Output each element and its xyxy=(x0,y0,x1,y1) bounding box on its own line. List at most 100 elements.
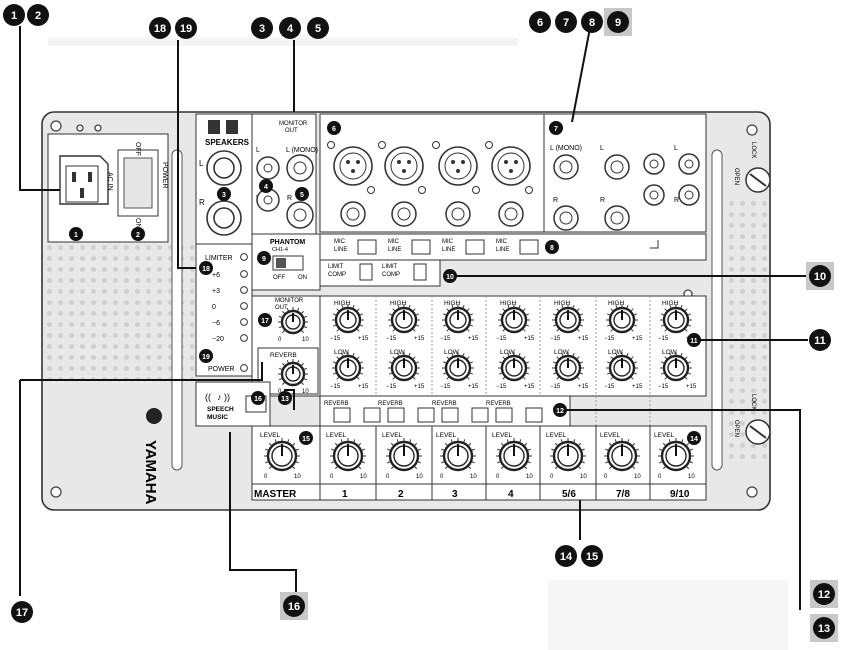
mic-line-switch[interactable] xyxy=(411,239,431,255)
stereo-rca-jack-1[interactable] xyxy=(643,153,665,175)
stereo-r-label-2: R xyxy=(600,197,605,204)
reverb-send-switch-2[interactable] xyxy=(387,407,405,423)
callout-number: 17 xyxy=(16,607,28,619)
knob-max-label: 10 xyxy=(416,474,423,480)
low-label: LOW xyxy=(500,349,516,356)
inline-callout-5: 5 xyxy=(295,187,309,201)
phone-input-1[interactable] xyxy=(340,201,366,227)
eq-high-knob-5[interactable] xyxy=(552,304,584,334)
limit-comp-switch[interactable] xyxy=(359,263,373,281)
knob-min-label: 0 xyxy=(330,474,334,480)
reverb-send-button-4[interactable] xyxy=(525,407,543,423)
callout-number: 12 xyxy=(818,589,830,601)
eq-high-knob-3[interactable] xyxy=(442,304,474,334)
stereo-phone-jack-4[interactable] xyxy=(604,205,630,231)
callout-number: 11 xyxy=(814,335,826,347)
inline-callout-number: 13 xyxy=(281,396,289,403)
level-knob-2[interactable] xyxy=(330,438,366,472)
limit-label: LIMIT xyxy=(328,264,344,270)
mic-line-switch[interactable] xyxy=(357,239,377,255)
callout-8: 8 xyxy=(581,11,603,33)
brand-label: YAMAHA xyxy=(142,440,159,505)
eq-max-label: +15 xyxy=(524,336,535,342)
inline-callout-14: 14 xyxy=(687,431,701,445)
phone-input-2[interactable] xyxy=(391,201,417,227)
monitor-out-title-2: OUT xyxy=(285,128,298,134)
reverb-send-button-3[interactable] xyxy=(471,407,489,423)
eq-low-knob-4[interactable] xyxy=(498,352,530,382)
comp-label: COMP xyxy=(328,272,346,278)
eq-min-label: −15 xyxy=(330,336,341,342)
stereo-phone-jack-3[interactable] xyxy=(604,154,630,180)
meter-level-label: +3 xyxy=(212,288,220,295)
level-knob-5[interactable] xyxy=(496,438,532,472)
eq-low-knob-6[interactable] xyxy=(606,352,638,382)
eq-max-label: +15 xyxy=(578,384,589,390)
eq-low-knob-1[interactable] xyxy=(332,352,364,382)
reverb-send-label: REVERB xyxy=(486,401,511,407)
level-knob-4[interactable] xyxy=(440,438,476,472)
eq-low-knob-2[interactable] xyxy=(388,352,420,382)
xlr-input-2[interactable] xyxy=(378,141,426,194)
knob-min-label: 0 xyxy=(278,389,282,395)
phone-input-4[interactable] xyxy=(498,201,524,227)
eq-low-knob-7[interactable] xyxy=(660,352,692,382)
monitor-out-knob[interactable] xyxy=(278,307,308,335)
high-label: HIGH xyxy=(334,300,351,307)
stereo-phone-jack-1[interactable] xyxy=(553,154,579,180)
lock-label-bottom: LOCK xyxy=(750,394,756,410)
leader-lines xyxy=(19,26,808,610)
eq-max-label: +15 xyxy=(686,384,697,390)
callout-number: 10 xyxy=(814,271,826,283)
eq-low-knob-5[interactable] xyxy=(552,352,584,382)
stereo-phone-jack-2[interactable] xyxy=(553,205,579,231)
reverb-send-button-2[interactable] xyxy=(417,407,435,423)
stereo-rca-jack-4[interactable] xyxy=(678,184,700,206)
inline-callout-number: 11 xyxy=(690,338,698,345)
on-label: ON xyxy=(134,218,141,229)
level-knob-8[interactable] xyxy=(658,438,694,472)
level-knob-3[interactable] xyxy=(386,438,422,472)
mic-line-switch[interactable] xyxy=(465,239,485,255)
high-label: HIGH xyxy=(608,300,625,307)
eq-high-knob-1[interactable] xyxy=(332,304,364,334)
level-knob-7[interactable] xyxy=(604,438,640,472)
level-knob-1[interactable] xyxy=(264,438,300,472)
inline-callout-number: 14 xyxy=(690,436,698,443)
reverb-send-switch-1[interactable] xyxy=(333,407,351,423)
xlr-input-4[interactable] xyxy=(485,141,533,194)
limit-comp-switch[interactable] xyxy=(413,263,427,281)
eq-low-knob-3[interactable] xyxy=(442,352,474,382)
xlr-input-3[interactable] xyxy=(432,141,480,194)
note-icon: ♪ xyxy=(217,392,222,402)
knob-min-label: 0 xyxy=(658,474,662,480)
reverb-send-switch-4[interactable] xyxy=(495,407,513,423)
callout-15: 15 xyxy=(581,545,603,567)
callout-number: 14 xyxy=(560,551,573,563)
channel-label: 2 xyxy=(398,489,404,500)
phone-input-3[interactable] xyxy=(445,201,471,227)
level-label: LEVEL xyxy=(492,432,513,439)
level-knob-6[interactable] xyxy=(550,438,586,472)
stereo-rca-jack-3[interactable] xyxy=(643,184,665,206)
reverb-send-button-1[interactable] xyxy=(363,407,381,423)
high-label: HIGH xyxy=(390,300,407,307)
knob-min-label: 0 xyxy=(264,474,268,480)
eq-min-label: −15 xyxy=(658,336,669,342)
reverb-send-label: REVERB xyxy=(432,401,457,407)
eq-max-label: +15 xyxy=(524,384,535,390)
meter-level-label: 0 xyxy=(212,304,216,311)
phantom-sub-label: CH1-4 xyxy=(272,247,288,253)
mic-line-switch[interactable] xyxy=(519,239,539,255)
stereo-rca-jack-2[interactable] xyxy=(678,153,700,175)
eq-high-knob-6[interactable] xyxy=(606,304,638,334)
eq-high-knob-4[interactable] xyxy=(498,304,530,334)
eq-high-knob-2[interactable] xyxy=(388,304,420,334)
xlr-input-1[interactable] xyxy=(327,141,375,194)
speech-music-icon-end: )) xyxy=(224,392,230,402)
reverb-knob[interactable] xyxy=(278,359,308,387)
eq-high-knob-7[interactable] xyxy=(660,304,692,334)
reverb-send-label: REVERB xyxy=(378,401,403,407)
eq-max-label: +15 xyxy=(358,384,369,390)
reverb-send-switch-3[interactable] xyxy=(441,407,459,423)
